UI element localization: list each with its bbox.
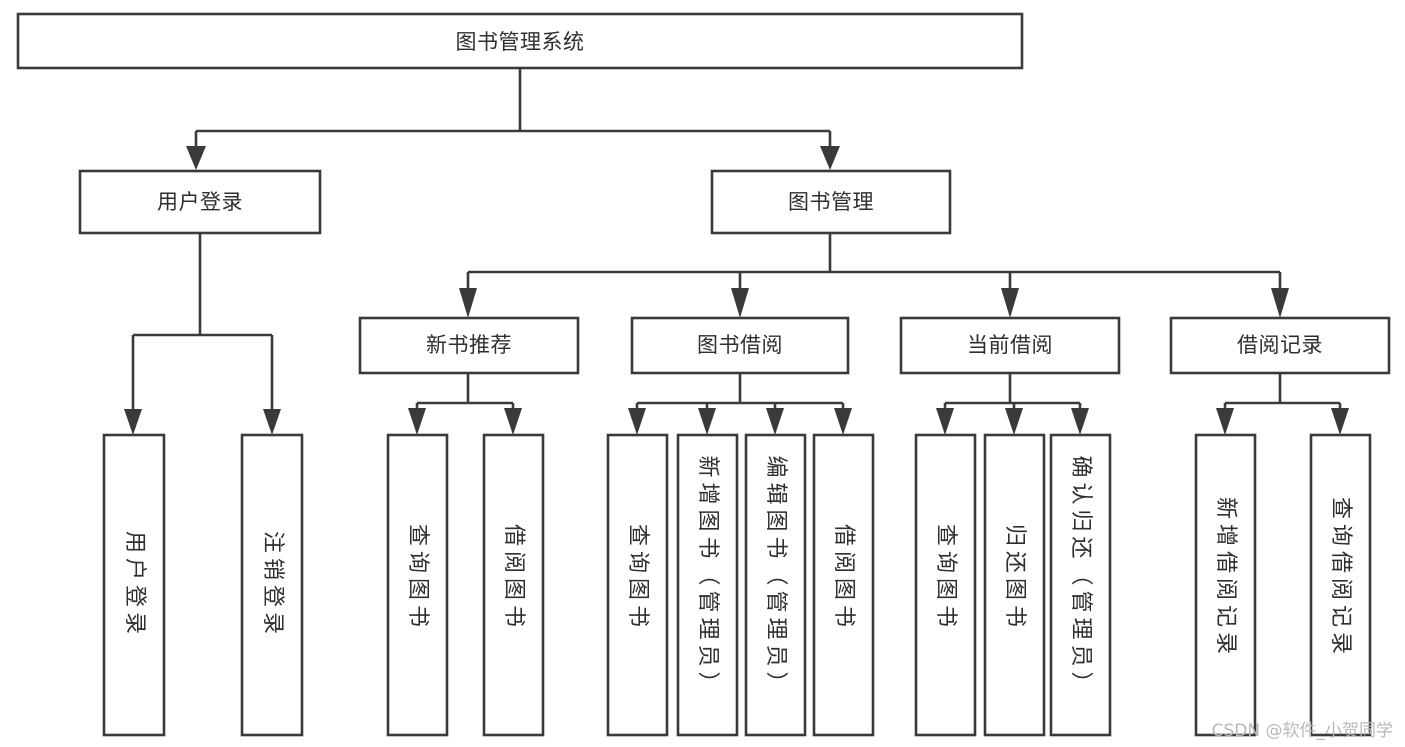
leaf-query-borrow-record-box[interactable] [1309,433,1372,737]
node-leaf-logout-login[interactable]: 注销登录 [240,433,304,737]
arrow-head-current-borrow [1001,288,1019,318]
node-leaf-borrow-book-1[interactable]: 借阅图书 [482,433,545,737]
arrow-head-leaf-confirm-return-admin [1071,408,1089,435]
arrow-head-leaf-query-book-3 [936,408,954,435]
node-leaf-query-book-1[interactable]: 查询图书 [386,433,449,737]
arrow-head-leaf-query-borrow-record [1331,408,1349,435]
node-leaf-add-book-admin[interactable]: 新增图书（管理员） [676,433,739,737]
arrow-head-leaf-logout-login [263,409,281,435]
node-leaf-query-borrow-record[interactable]: 查询借阅记录 [1309,433,1372,737]
leaf-user-login-box[interactable] [102,433,166,737]
connector-layer [124,68,1349,435]
leaf-user-login-label: 用户登录 [122,531,147,639]
leaf-query-book-2-label: 查询图书 [625,524,650,632]
root-box[interactable] [16,12,1024,70]
root-label: 图书管理系统 [456,30,585,54]
arrow-head-user-login [186,146,206,170]
arrow-head-leaf-query-book-1 [408,408,426,435]
leaf-borrow-book-1-box[interactable] [482,433,545,737]
node-leaf-edit-book-admin[interactable]: 编辑图书（管理员） [744,433,807,737]
arrow-head-leaf-borrow-book-2 [834,408,852,435]
leaf-query-book-1-label: 查询图书 [405,524,430,632]
leaf-add-borrow-record-box[interactable] [1194,433,1257,737]
arrow-head-leaf-query-book-2 [628,408,646,435]
leaf-borrow-book-2-box[interactable] [812,433,875,737]
arrow-head-leaf-return-book [1005,408,1023,435]
user-login-box[interactable] [78,169,322,235]
leaf-logout-login-label: 注销登录 [260,531,285,639]
leaf-edit-book-admin-label: 编辑图书（管理员） [763,455,788,698]
node-leaf-query-book-3[interactable]: 查询图书 [914,433,977,737]
arrow-head-leaf-add-book-admin [698,408,716,435]
node-root-system[interactable]: 图书管理系统 [16,12,1024,70]
node-leaf-return-book[interactable]: 归还图书 [983,433,1046,737]
node-leaf-add-borrow-record[interactable]: 新增借阅记录 [1194,433,1257,737]
leaf-query-book-2-box[interactable] [606,433,669,737]
node-new-book-recommend[interactable]: 新书推荐 [358,316,580,375]
node-leaf-user-login[interactable]: 用户登录 [102,433,166,737]
leaf-query-borrow-record-label: 查询借阅记录 [1328,497,1353,659]
book-borrow-label: 图书借阅 [697,333,783,357]
node-leaf-borrow-book-2[interactable]: 借阅图书 [812,433,875,737]
arrow-head-book-borrow [731,288,749,318]
node-current-borrow[interactable]: 当前借阅 [899,316,1121,375]
arrow-head-borrow-record [1271,288,1289,318]
leaf-borrow-book-2-label: 借阅图书 [831,524,856,632]
borrow-record-box[interactable] [1169,316,1391,375]
new-book-recommend-label: 新书推荐 [426,333,512,357]
leaf-add-book-admin-box[interactable] [676,433,739,737]
arrow-head-leaf-edit-book-admin [766,408,784,435]
leaf-edit-book-admin-box[interactable] [744,433,807,737]
borrow-record-label: 借阅记录 [1237,333,1323,357]
node-borrow-record[interactable]: 借阅记录 [1169,316,1391,375]
leaf-query-book-3-label: 查询图书 [933,524,958,632]
new-book-recommend-box[interactable] [358,316,580,375]
leaf-return-book-label: 归还图书 [1002,524,1027,632]
leaf-add-book-admin-label: 新增图书（管理员） [695,455,720,698]
current-borrow-box[interactable] [899,316,1121,375]
arrow-head-leaf-user-login [124,409,142,435]
arrow-head-book-management [820,146,840,170]
node-book-borrow[interactable]: 图书借阅 [630,316,850,375]
leaf-return-book-box[interactable] [983,433,1046,737]
leaf-query-book-1-box[interactable] [386,433,449,737]
arrow-head-leaf-add-borrow-record [1216,408,1234,435]
arrow-head-leaf-borrow-book-1 [504,408,522,435]
leaf-confirm-return-admin-box[interactable] [1049,433,1112,737]
book-borrow-box[interactable] [630,316,850,375]
leaf-confirm-return-admin-label: 确认归还（管理员） [1068,455,1093,698]
arrow-head-new-book-recommend [459,288,477,318]
leaf-add-borrow-record-label: 新增借阅记录 [1213,497,1238,659]
book-management-label: 图书管理 [788,190,874,214]
leaf-borrow-book-1-label: 借阅图书 [501,524,526,632]
node-book-management[interactable]: 图书管理 [710,169,952,235]
node-leaf-confirm-return-admin[interactable]: 确认归还（管理员） [1049,433,1112,737]
current-borrow-label: 当前借阅 [967,333,1053,357]
node-user-login[interactable]: 用户登录 [78,169,322,235]
user-login-label: 用户登录 [157,190,243,214]
leaf-query-book-3-box[interactable] [914,433,977,737]
book-management-box[interactable] [710,169,952,235]
node-leaf-query-book-2[interactable]: 查询图书 [606,433,669,737]
leaf-logout-login-box[interactable] [240,433,304,737]
